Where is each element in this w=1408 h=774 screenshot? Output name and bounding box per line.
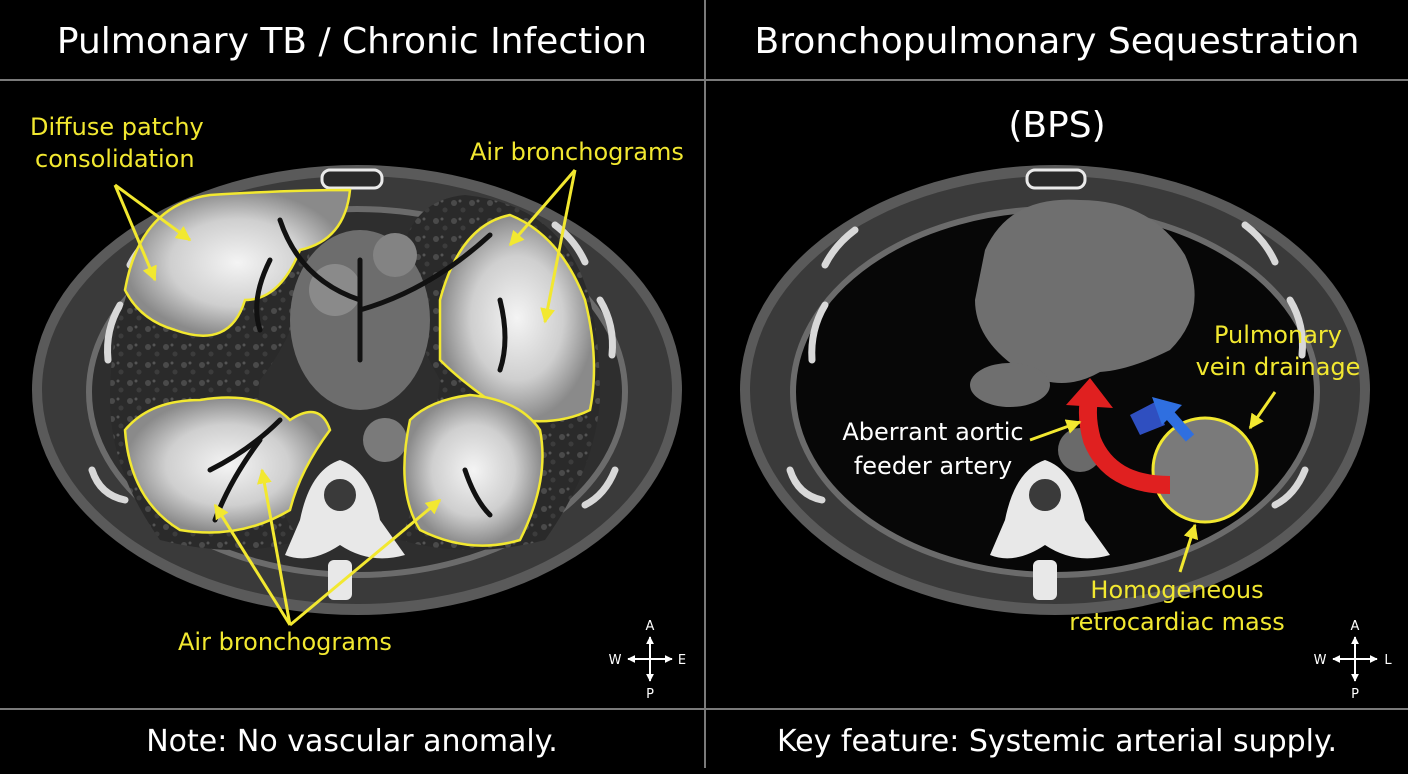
right-compass: A P W L [1314, 619, 1393, 702]
left-compass: A P W E [609, 619, 687, 702]
feeder-label-line2: feeder artery [854, 452, 1012, 480]
drainage-label-line2: vein drainage [1196, 353, 1361, 381]
right-annotation-arrows [1029, 391, 1277, 573]
compass-south-label: P [646, 687, 654, 702]
feeder-label-line1: Aberrant aortic [842, 418, 1023, 446]
compass-north-label: A [1351, 619, 1360, 634]
consolidation-label-line2: consolidation [35, 145, 195, 173]
left-annotation-arrows [113, 169, 577, 627]
compass-west-label: W [609, 653, 622, 668]
right-ct-scan [740, 165, 1370, 615]
consolidation-label-line1: Diffuse patchy [30, 113, 204, 141]
right-panel-title: Bronchopulmonary Sequestration (BPS) [754, 21, 1360, 146]
left-ct-scan [32, 165, 682, 615]
left-panel-note: Note: No vascular anomaly. [146, 724, 558, 759]
right-annotation-labels: Pulmonary vein drainage Aberrant aortic … [842, 321, 1360, 636]
air-bronchograms-top-label: Air bronchograms [470, 138, 684, 166]
compass-north-label: A [646, 619, 655, 634]
left-annotation-labels: Diffuse patchy consolidation Air broncho… [30, 113, 684, 656]
compass-west-label: W [1314, 653, 1327, 668]
compass-east-label: E [678, 653, 686, 668]
mass-label-line1: Homogeneous [1090, 576, 1263, 604]
mass-label-line2: retrocardiac mass [1069, 608, 1284, 636]
drainage-label-line1: Pulmonary [1214, 321, 1342, 349]
compass-south-label: P [1351, 687, 1359, 702]
right-panel-note: Key feature: Systemic arterial supply. [776, 724, 1338, 759]
left-panel-title: Pulmonary TB / Chronic Infection [56, 21, 648, 62]
compass-east-label: L [1384, 653, 1392, 668]
air-bronchograms-bottom-label: Air bronchograms [178, 628, 392, 656]
